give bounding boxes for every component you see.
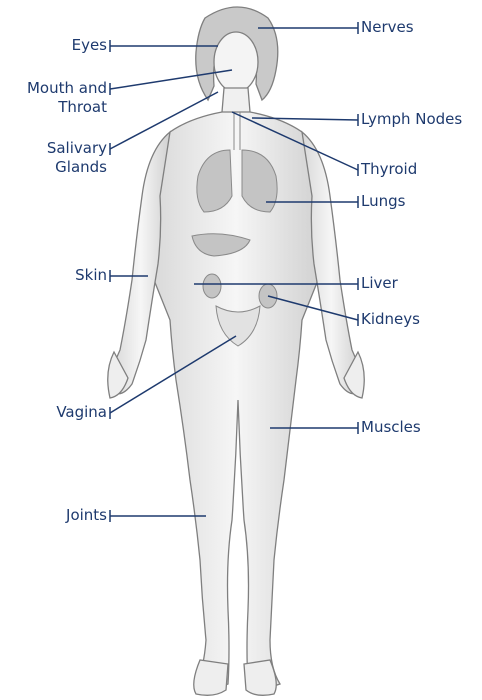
label-joints: Joints	[66, 506, 107, 525]
label-lymph-nodes: Lymph Nodes	[361, 110, 462, 129]
label-liver: Liver	[361, 274, 398, 293]
label-nerves: Nerves	[361, 18, 414, 37]
label-skin: Skin	[75, 266, 107, 285]
human-figure-sketch	[108, 7, 365, 695]
label-mouth-and-throat: Mouth and Throat	[27, 79, 107, 117]
label-thyroid: Thyroid	[361, 160, 417, 179]
torso-and-legs	[150, 112, 322, 687]
label-salivary-glands: Salivary Glands	[47, 139, 107, 177]
label-salivary-line2: Glands	[47, 158, 107, 177]
label-mouth-line2: Throat	[27, 98, 107, 117]
head	[214, 32, 258, 92]
left-foot	[194, 660, 228, 695]
label-kidneys: Kidneys	[361, 310, 420, 329]
right-foot	[244, 660, 276, 695]
label-muscles: Muscles	[361, 418, 421, 437]
label-eyes: Eyes	[72, 36, 107, 55]
left-kidney	[203, 274, 221, 298]
label-vagina: Vagina	[56, 403, 107, 422]
label-mouth-line1: Mouth and	[27, 79, 107, 98]
label-salivary-line1: Salivary	[47, 139, 107, 158]
label-lungs: Lungs	[361, 192, 405, 211]
